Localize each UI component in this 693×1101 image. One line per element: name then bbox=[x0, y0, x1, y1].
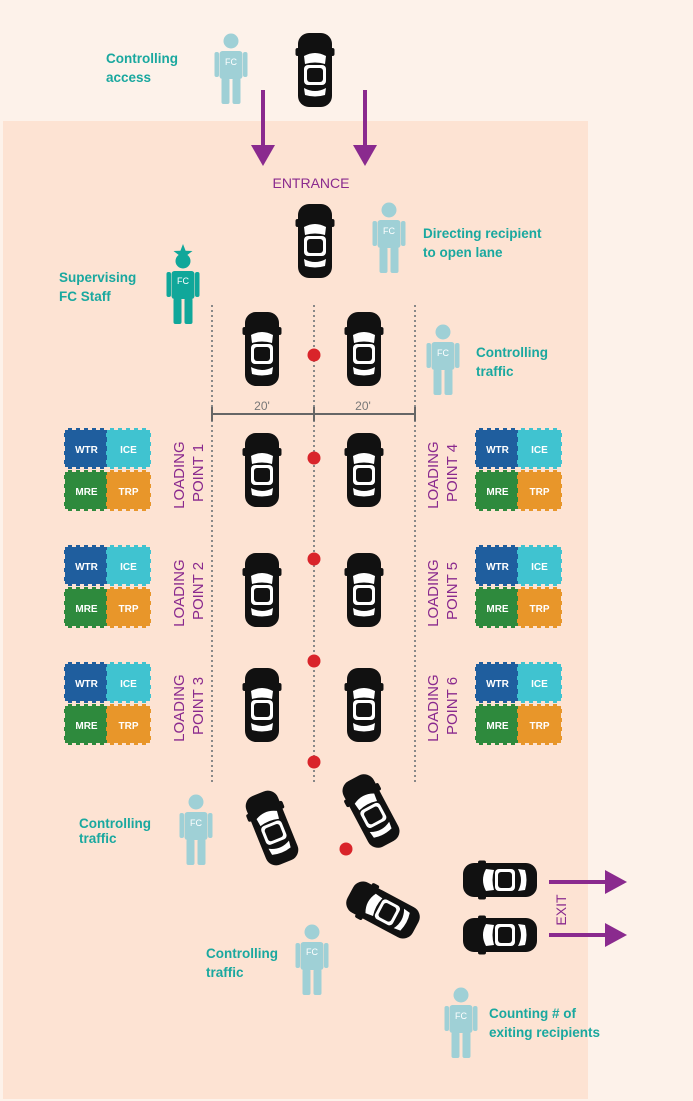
lane-width-label-left: 20' bbox=[254, 399, 270, 413]
commodity-label-ice: ICE bbox=[531, 445, 548, 456]
entrance-arrow-left bbox=[251, 90, 275, 166]
traffic-cone-icon bbox=[307, 552, 321, 566]
staff-counting-exiting: FC bbox=[444, 987, 478, 1058]
svg-text:FC: FC bbox=[383, 226, 395, 236]
commodity-label-mre: MRE bbox=[75, 604, 98, 615]
role-directing-recipient: Directing recipient to open lane bbox=[423, 226, 545, 260]
commodity-label-wtr: WTR bbox=[486, 679, 510, 690]
commodity-pallets: WTR ICE MRE TRP WTR ICE MRE TRP WTR ICE MRE TRP WTR I… bbox=[64, 428, 562, 745]
car-icon bbox=[295, 204, 335, 278]
commodity-label-wtr: WTR bbox=[75, 562, 99, 573]
traffic-cone-icon bbox=[307, 654, 321, 668]
car-icon bbox=[344, 553, 384, 627]
car-icon bbox=[295, 33, 335, 107]
traffic-cone-icon bbox=[307, 348, 321, 362]
exit-arrow-bottom bbox=[549, 923, 627, 947]
exit-arrow-top bbox=[549, 870, 627, 894]
car-icon bbox=[344, 668, 384, 742]
exit-label: EXIT bbox=[553, 894, 569, 926]
loading-point-6-label: LOADING POINT 6 bbox=[425, 670, 461, 742]
staff-directing-recipient: FC bbox=[372, 202, 406, 273]
role-controlling-traffic-top: Controlling traffic bbox=[476, 345, 552, 379]
commodity-label-mre: MRE bbox=[75, 721, 98, 732]
commodity-group-2: WTR ICE MRE TRP bbox=[64, 545, 151, 628]
commodity-label-mre: MRE bbox=[75, 487, 98, 498]
commodity-label-wtr: WTR bbox=[75, 445, 99, 456]
commodity-label-ice: ICE bbox=[531, 562, 548, 573]
role-controlling-traffic-left: Controlling traffic bbox=[79, 816, 155, 846]
role-controlling-traffic-bottom: Controlling traffic bbox=[206, 946, 282, 980]
svg-text:FC: FC bbox=[455, 1011, 467, 1021]
car-icon bbox=[463, 860, 537, 900]
entrance-label: ENTRANCE bbox=[272, 175, 349, 191]
commodity-group-5: WTR ICE MRE TRP bbox=[475, 545, 562, 628]
commodity-label-mre: MRE bbox=[486, 721, 509, 732]
loading-point-2-label: LOADING POINT 2 bbox=[171, 555, 207, 627]
traffic-cone-icon bbox=[307, 451, 321, 465]
traffic-cone-icon bbox=[307, 755, 321, 769]
entrance-arrow-right bbox=[353, 90, 377, 166]
car-icon bbox=[242, 312, 282, 386]
commodity-label-mre: MRE bbox=[486, 604, 509, 615]
commodity-label-trp: TRP bbox=[530, 604, 550, 615]
svg-text:FC: FC bbox=[190, 818, 202, 828]
commodity-label-trp: TRP bbox=[530, 721, 550, 732]
svg-text:FC: FC bbox=[225, 57, 237, 67]
commodity-label-ice: ICE bbox=[120, 445, 137, 456]
staff-controlling-access: FC bbox=[214, 33, 248, 104]
svg-text:FC: FC bbox=[437, 348, 449, 358]
staff-supervisor: FC bbox=[166, 244, 200, 324]
commodity-label-trp: TRP bbox=[530, 487, 550, 498]
commodity-group-4: WTR ICE MRE TRP bbox=[475, 428, 562, 511]
car-icon bbox=[344, 312, 384, 386]
traffic-cones bbox=[307, 348, 353, 856]
loading-point-3-label: LOADING POINT 3 bbox=[171, 670, 207, 742]
commodity-label-trp: TRP bbox=[119, 487, 139, 498]
svg-text:FC: FC bbox=[306, 947, 318, 957]
commodity-label-ice: ICE bbox=[120, 679, 137, 690]
car-icon bbox=[242, 433, 282, 507]
commodity-label-wtr: WTR bbox=[486, 562, 510, 573]
car-icon bbox=[242, 668, 282, 742]
staff-controlling-traffic-bottom: FC bbox=[295, 924, 329, 995]
commodity-label-wtr: WTR bbox=[486, 445, 510, 456]
commodity-label-trp: TRP bbox=[119, 721, 139, 732]
lane-width-label-right: 20' bbox=[355, 399, 371, 413]
commodity-group-1: WTR ICE MRE TRP bbox=[64, 428, 151, 511]
commodity-group-6: WTR ICE MRE TRP bbox=[475, 662, 562, 745]
commodity-label-wtr: WTR bbox=[75, 679, 99, 690]
car-icon bbox=[242, 553, 282, 627]
loading-point-1-label: LOADING POINT 1 bbox=[171, 437, 207, 509]
role-counting-exiting: Counting # of exiting recipients bbox=[489, 1006, 600, 1040]
loading-point-5-label: LOADING POINT 5 bbox=[425, 555, 461, 627]
traffic-cone-icon bbox=[339, 842, 353, 856]
commodity-group-3: WTR ICE MRE TRP bbox=[64, 662, 151, 745]
car-icon bbox=[463, 915, 537, 955]
role-controlling-access: Controlling access bbox=[106, 51, 182, 85]
commodity-label-trp: TRP bbox=[119, 604, 139, 615]
commodity-label-ice: ICE bbox=[531, 679, 548, 690]
supervisor-star-icon bbox=[173, 244, 193, 262]
staff-controlling-traffic-left: FC bbox=[179, 794, 213, 865]
commodity-label-mre: MRE bbox=[486, 487, 509, 498]
commodity-label-ice: ICE bbox=[120, 562, 137, 573]
loading-point-4-label: LOADING POINT 4 bbox=[425, 437, 461, 509]
staff-person-icon bbox=[214, 33, 248, 104]
lane-width-dimension bbox=[211, 407, 416, 421]
role-supervising-staff: Supervising FC Staff bbox=[59, 270, 140, 304]
staff-controlling-traffic-top: FC bbox=[426, 324, 460, 395]
svg-text:FC: FC bbox=[177, 276, 189, 286]
car-icon bbox=[344, 433, 384, 507]
